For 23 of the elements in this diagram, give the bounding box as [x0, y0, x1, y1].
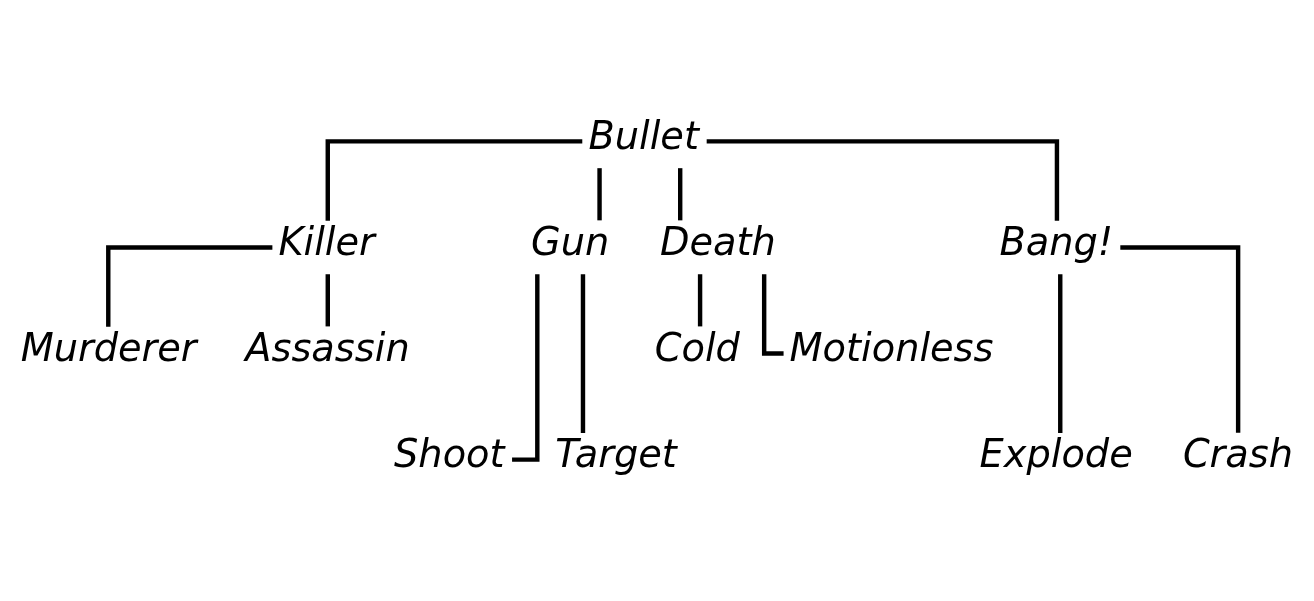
connector [325, 139, 583, 221]
node-text: Explode [979, 431, 1133, 477]
connector [1120, 245, 1241, 433]
node-text: Gun [531, 219, 610, 265]
connector [678, 168, 683, 221]
node-text: Shoot [394, 431, 505, 477]
connector [325, 274, 330, 327]
node-text: Death [659, 219, 776, 265]
node-text: Killer [278, 219, 375, 265]
node-text: Murderer [20, 325, 197, 371]
connector [580, 274, 586, 433]
node-text: Bullet [588, 113, 699, 159]
node-text: Bang! [999, 219, 1114, 265]
node-text: Motionless [789, 325, 994, 371]
connector [106, 245, 273, 327]
node-text: Crash [1182, 431, 1294, 477]
connector [706, 139, 1060, 221]
connector [697, 274, 703, 327]
node-text: Assassin [245, 325, 410, 371]
connector [597, 168, 602, 221]
node-text: Cold [654, 325, 740, 371]
node-text: Target [555, 431, 677, 477]
connector [1058, 274, 1063, 433]
